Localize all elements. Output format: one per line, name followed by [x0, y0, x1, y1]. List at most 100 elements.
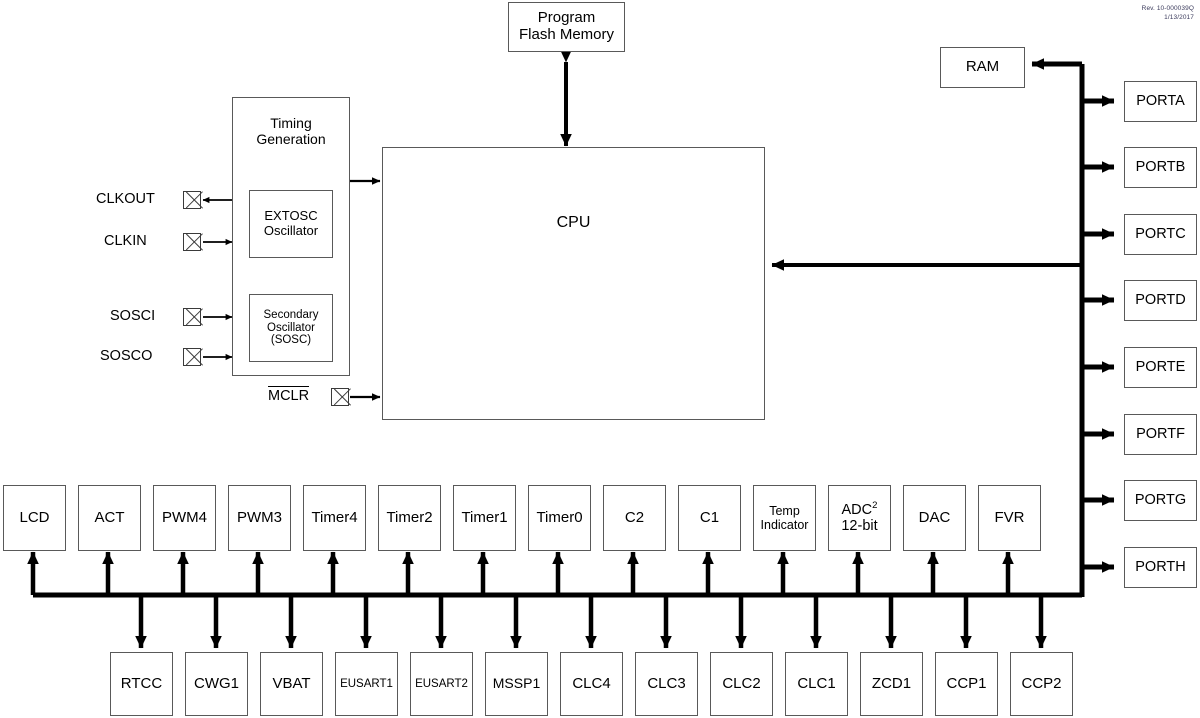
pin-label-sosco: SOSCO: [100, 348, 152, 364]
sosci-pad-icon[interactable]: [183, 308, 201, 326]
timing-line-2: Generation: [256, 130, 326, 147]
peripheral-up-arrows: [27, 551, 1014, 595]
peripheral-label: CWG1: [194, 674, 239, 692]
adc-line-1: ADC2: [841, 501, 878, 518]
clkin-pad-icon[interactable]: [183, 233, 201, 251]
peripheral-block-timer1[interactable]: Timer1: [453, 485, 516, 551]
peripheral-label: CLC2: [722, 674, 761, 692]
peripheral-block-ccp1[interactable]: CCP1: [935, 652, 998, 716]
adc-text: ADC: [841, 501, 873, 518]
peripheral-block-timer2[interactable]: Timer2: [378, 485, 441, 551]
peripheral-label: C2: [624, 508, 645, 526]
peripheral-block-eusart2[interactable]: EUSART2: [410, 652, 473, 716]
peripheral-label: ZCD1: [871, 674, 912, 692]
peripheral-block-temp-indicator[interactable]: Temp Indicator: [753, 485, 816, 551]
peripheral-block-zcd1[interactable]: ZCD1: [860, 652, 923, 716]
peripheral-block-pwm3[interactable]: PWM3: [228, 485, 291, 551]
pin-label-mclr: MCLR: [268, 386, 310, 404]
peripheral-label: ACT: [94, 508, 125, 526]
peripheral-label: RTCC: [120, 674, 163, 692]
secondary-oscillator-block[interactable]: Secondary Oscillator (SOSC): [249, 294, 333, 362]
sosc-line-1: Secondary: [263, 308, 319, 321]
cpu-label: CPU: [556, 214, 591, 231]
peripheral-block-act[interactable]: ACT: [78, 485, 141, 551]
peripheral-block-timer0[interactable]: Timer0: [528, 485, 591, 551]
peripheral-block-clc1[interactable]: CLC1: [785, 652, 848, 716]
port-block-porta[interactable]: PORTA: [1124, 81, 1197, 122]
peripheral-label: CLC1: [797, 674, 836, 692]
peripheral-label: Timer2: [386, 508, 433, 526]
port-block-portb[interactable]: PORTB: [1124, 147, 1197, 188]
timing-line-1: Timing: [270, 115, 312, 131]
program-flash-line-1: Program: [537, 9, 596, 27]
peripheral-label: VBAT: [272, 674, 311, 692]
port-block-porte[interactable]: PORTE: [1124, 347, 1197, 388]
clkout-pad-icon[interactable]: [183, 191, 201, 209]
port-label: PORTC: [1135, 226, 1186, 243]
port-block-portg[interactable]: PORTG: [1124, 480, 1197, 521]
peripheral-block-c1[interactable]: C1: [678, 485, 741, 551]
peripheral-label: CLC3: [647, 674, 686, 692]
port-label: PORTD: [1135, 292, 1186, 309]
peripheral-block-c2[interactable]: C2: [603, 485, 666, 551]
peripheral-block-clc3[interactable]: CLC3: [635, 652, 698, 716]
peripheral-block-vbat[interactable]: VBAT: [260, 652, 323, 716]
peripheral-block-ccp2[interactable]: CCP2: [1010, 652, 1073, 716]
port-block-portd[interactable]: PORTD: [1124, 280, 1197, 321]
peripheral-block-rtcc[interactable]: RTCC: [110, 652, 173, 716]
sosco-pad-icon[interactable]: [183, 348, 201, 366]
ram-label: RAM: [965, 58, 1000, 76]
port-block-portf[interactable]: PORTF: [1124, 414, 1197, 455]
mclr-text: MCLR: [268, 386, 310, 404]
sosc-line-2: Oscillator: [267, 321, 315, 334]
sosci-text: SOSCI: [110, 308, 156, 324]
peripheral-label: MSSP1: [492, 675, 541, 692]
cpu-block[interactable]: CPU: [382, 147, 765, 420]
program-flash-memory-block[interactable]: Program Flash Memory: [508, 2, 625, 52]
extosc-oscillator-block[interactable]: EXTOSC Oscillator: [249, 190, 333, 258]
peripheral-label: CLC4: [572, 674, 611, 692]
clkin-text: CLKIN: [104, 233, 147, 249]
peripheral-label: DAC: [918, 508, 951, 526]
mclr-pad-icon[interactable]: [331, 388, 349, 406]
temp-indicator-line-2: Indicator: [760, 518, 809, 532]
port-label: PORTH: [1135, 559, 1186, 576]
peripheral-block-fvr[interactable]: FVR: [978, 485, 1041, 551]
peripheral-block-adc[interactable]: ADC2 12-bit: [828, 485, 891, 551]
revision-stamp: Rev. 10-000039Q 1/13/2017: [1142, 4, 1194, 23]
peripheral-block-cwg1[interactable]: CWG1: [185, 652, 248, 716]
peripheral-label: EUSART1: [340, 677, 393, 690]
peripheral-label: Timer1: [461, 508, 508, 526]
peripheral-block-dac[interactable]: DAC: [903, 485, 966, 551]
peripheral-block-clc4[interactable]: CLC4: [560, 652, 623, 716]
port-block-portc[interactable]: PORTC: [1124, 214, 1197, 255]
port-block-porth[interactable]: PORTH: [1124, 547, 1197, 588]
ram-block[interactable]: RAM: [940, 47, 1025, 88]
port-label: PORTF: [1136, 426, 1185, 443]
peripheral-down-arrows: [135, 595, 1047, 649]
port-label: PORTA: [1136, 93, 1185, 110]
peripheral-label: Timer4: [311, 508, 358, 526]
peripheral-label: LCD: [19, 508, 50, 526]
sosc-line-3: (SOSC): [270, 334, 312, 347]
revision-line-1: Rev. 10-000039Q: [1141, 5, 1194, 12]
peripheral-block-lcd[interactable]: LCD: [3, 485, 66, 551]
revision-line-2: 1/13/2017: [1164, 14, 1194, 22]
peripheral-block-timer4[interactable]: Timer4: [303, 485, 366, 551]
clkout-text: CLKOUT: [96, 191, 155, 207]
program-flash-line-2: Flash Memory: [518, 26, 615, 43]
peripheral-label: Timer0: [536, 508, 583, 526]
sosco-text: SOSCO: [100, 348, 153, 364]
peripheral-block-clc2[interactable]: CLC2: [710, 652, 773, 716]
peripheral-block-pwm4[interactable]: PWM4: [153, 485, 216, 551]
peripheral-label: CCP1: [946, 674, 987, 692]
peripheral-label: FVR: [994, 508, 1025, 526]
extosc-line-1: EXTOSC: [264, 208, 318, 224]
peripheral-block-mssp1[interactable]: MSSP1: [485, 652, 548, 716]
peripheral-block-eusart1[interactable]: EUSART1: [335, 652, 398, 716]
port-label: PORTB: [1135, 159, 1186, 176]
pin-label-sosci: SOSCI: [110, 308, 155, 324]
peripheral-label: PWM3: [237, 508, 282, 526]
